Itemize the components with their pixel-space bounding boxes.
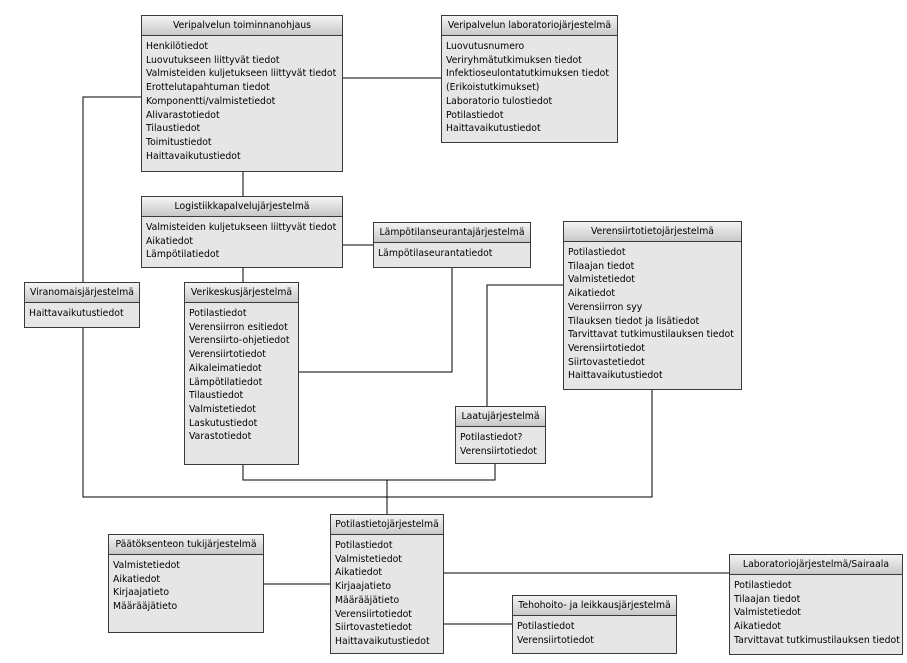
box-item: Verensiirron syy xyxy=(568,301,643,313)
box-item: Potilastiedot xyxy=(446,109,504,121)
box-item: Tilaajan tiedot xyxy=(734,593,801,605)
box-item: Tilauksen tiedot ja lisätiedot xyxy=(568,315,700,327)
box-lampotilanseurantajarjestelma: Lämpötilanseurantajärjestelmä Lämpötilas… xyxy=(373,222,531,268)
box-item: Tilaustiedot xyxy=(146,123,201,135)
box-item: Infektioseulontatutkimuksen tiedot xyxy=(446,68,609,80)
box-title: Lämpötilanseurantajärjestelmä xyxy=(374,223,530,243)
box-item: Aikatiedot xyxy=(734,621,782,633)
box-laboratoriojarjestelma-sairaala: Laboratoriojärjestelmä/Sairaala Potilast… xyxy=(729,554,903,655)
box-item: Aikaleimatiedot xyxy=(189,362,262,374)
box-item: Kirjaajatieto xyxy=(335,581,392,593)
box-logistiikkapalvelujarjestelma: Logistiikkapalvelujärjestelmä Valmisteid… xyxy=(141,196,343,268)
box-item: Aikatiedot xyxy=(146,235,194,247)
box-laatujarjestelma: Laatujärjestelmä Potilastiedot? Verensii… xyxy=(455,406,546,464)
box-item: Varastotiedot xyxy=(189,431,252,443)
box-title: Veripalvelun laboratoriojärjestelmä xyxy=(442,16,617,36)
box-title: Laatujärjestelmä xyxy=(456,407,545,427)
box-item: Potilastiedot? xyxy=(460,432,523,443)
box-item: Kirjaajatieto xyxy=(113,587,170,599)
box-item: (Erikoistutkimukset) xyxy=(446,82,540,94)
box-item: Verensiirto-ohjetiedot xyxy=(189,335,290,347)
box-item: Potilastiedot xyxy=(568,247,626,258)
box-verensiirtotietojarjestelma: Verensiirtotietojärjestelmä Potilastiedo… xyxy=(563,221,742,390)
box-item: Luovutukseen liittyvät tiedot xyxy=(146,54,280,66)
box-item: Potilastiedot xyxy=(189,308,247,319)
box-item: Valmisteiden kuljetukseen liittyvät tied… xyxy=(146,222,337,233)
box-item: Alivarastotiedot xyxy=(146,109,220,121)
box-item: Lämpötilaseurantatiedot xyxy=(378,248,493,259)
box-item: Aikatiedot xyxy=(335,567,383,579)
box-title: Tehohoito- ja leikkausjärjestelmä xyxy=(513,596,676,616)
box-item: Lämpötilatiedot xyxy=(146,249,220,261)
box-title: Päätöksenteon tukijärjestelmä xyxy=(109,535,263,555)
box-item: Määrääjätieto xyxy=(335,594,400,606)
box-item: Haittavaikutustiedot xyxy=(146,150,241,162)
box-item: Valmistetiedot xyxy=(734,607,801,619)
box-item: Laskutustiedot xyxy=(189,417,258,429)
box-item: Valmistetiedot xyxy=(189,403,256,415)
box-item: Veriryhmätutkimuksen tiedot xyxy=(446,54,582,66)
box-item: Tilaustiedot xyxy=(189,390,244,402)
box-item: Siirtovastetiedot xyxy=(335,622,412,634)
box-item: Haittavaikutustiedot xyxy=(568,370,663,382)
box-item: Verensiirron esitiedot xyxy=(189,321,288,333)
box-item: Laboratorio tulostiedot xyxy=(446,95,553,107)
box-title: Logistiikkapalvelujärjestelmä xyxy=(142,197,342,217)
box-item: Tarvittavat tutkimustilauksen tiedot xyxy=(568,329,734,341)
box-title: Verikeskusjärjestelmä xyxy=(185,283,298,303)
box-item: Valmistetiedot xyxy=(113,560,180,571)
box-title: Laboratoriojärjestelmä/Sairaala xyxy=(730,555,902,575)
box-item: Siirtovastetiedot xyxy=(568,356,645,368)
box-item: Verensiirtotiedot xyxy=(189,349,266,361)
box-title: Viranomaisjärjestelmä xyxy=(25,283,139,303)
box-veripalvelun-toiminnanohjaus: Veripalvelun toiminnanohjaus Henkilötied… xyxy=(141,15,343,172)
box-item: Luovutusnumero xyxy=(446,41,525,52)
box-item: Aikatiedot xyxy=(113,573,161,585)
box-item: Valmisteiden kuljetukseen liittyvät tied… xyxy=(146,68,337,80)
box-title: Potilastietojärjestelmä xyxy=(331,515,443,535)
box-item: Valmistetiedot xyxy=(335,553,402,565)
box-title: Veripalvelun toiminnanohjaus xyxy=(142,16,342,36)
box-item: Potilastiedot xyxy=(335,540,393,551)
box-tehohoito-ja-leikkausjarjestelma: Tehohoito- ja leikkausjärjestelmä Potila… xyxy=(512,595,677,654)
box-item: Henkilötiedot xyxy=(146,41,209,52)
box-item: Potilastiedot xyxy=(517,621,575,632)
box-item: Tarvittavat tutkimustilauksen tiedot xyxy=(734,634,900,646)
box-item: Verensiirtotiedot xyxy=(460,445,537,457)
box-item: Toimitustiedot xyxy=(146,136,212,148)
box-item: Lämpötilatiedot xyxy=(189,376,263,388)
box-item: Verensiirtotiedot xyxy=(335,608,412,620)
box-item: Haittavaikutustiedot xyxy=(29,308,124,319)
box-item: Verensiirtotiedot xyxy=(517,634,594,646)
box-item: Verensiirtotiedot xyxy=(568,342,645,354)
box-verikeskusjarjestelma: Verikeskusjärjestelmä Potilastiedot Vere… xyxy=(184,282,299,465)
box-item: Valmistetiedot xyxy=(568,274,635,286)
box-item: Erottelutapahtuman tiedot xyxy=(146,82,270,94)
box-paatoksenteon-tukijarjestelma: Päätöksenteon tukijärjestelmä Valmisteti… xyxy=(108,534,264,633)
box-veripalvelun-laboratoriojarjestelma: Veripalvelun laboratoriojärjestelmä Luov… xyxy=(441,15,618,143)
box-title: Verensiirtotietojärjestelmä xyxy=(564,222,741,242)
box-item: Komponentti/valmistetiedot xyxy=(146,95,276,107)
box-item: Haittavaikutustiedot xyxy=(335,635,430,647)
box-item: Potilastiedot xyxy=(734,580,792,591)
box-item: Haittavaikutustiedot xyxy=(446,123,541,135)
box-item: Aikatiedot xyxy=(568,288,616,300)
box-item: Määrääjätieto xyxy=(113,601,178,613)
box-potilastietojarjestelma: Potilastietojärjestelmä Potilastiedot Va… xyxy=(330,514,444,654)
box-viranomaisjarjestelma: Viranomaisjärjestelmä Haittavaikutustied… xyxy=(24,282,140,328)
box-item: Tilaajan tiedot xyxy=(568,260,635,272)
